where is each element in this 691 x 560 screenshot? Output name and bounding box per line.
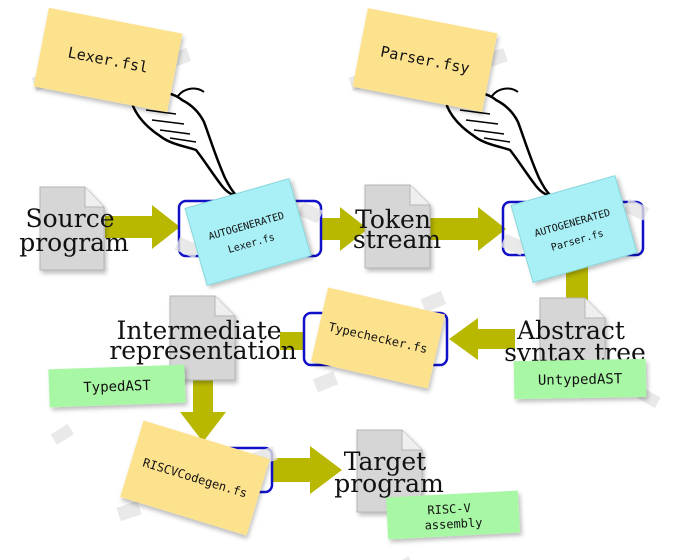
arrow-ir-to-codegen (180, 380, 226, 442)
untyped-ast-label: UntypedAST (538, 371, 623, 388)
tape-icon (312, 371, 339, 393)
target-line-2: program (334, 469, 444, 498)
tape-icon (174, 236, 201, 259)
tape-icon (297, 201, 324, 224)
riscv-assembly-line-1: RISC-V (427, 501, 471, 517)
lexer-fsl-note: Lexer.fsl (31, 7, 191, 113)
document-target-icon (356, 429, 423, 513)
arrow-codegen-to-target (272, 446, 342, 494)
ir-line-1: Intermediate (117, 316, 282, 345)
token-stream-line-1: Token (355, 205, 431, 234)
token-stream-label: Token stream (353, 205, 442, 254)
parser-fsy-note: Parser.fsy (348, 8, 508, 112)
typechecker-fs-note: Typechecker.fs (310, 287, 447, 393)
parser-fs-note: AUTOGENERATED Parser.fs (500, 175, 650, 283)
arrows (105, 205, 588, 494)
source-program-label: Source program (19, 204, 129, 257)
tape-icon (50, 423, 74, 445)
target-line-1: Target (344, 447, 426, 476)
arrow-typechecker-to-ir (280, 332, 305, 350)
riscv-assembly-note: RISC-V assembly (385, 490, 521, 560)
source-program-line-2: program (19, 228, 129, 257)
target-program-label: Target program (334, 447, 444, 498)
arrow-ast-to-typechecker (449, 318, 515, 360)
riscv-assembly-label: RISC-V assembly (423, 501, 482, 533)
riscv-assembly-line-2: assembly (424, 515, 482, 532)
tape-icon (391, 556, 415, 560)
lexer-fs-note: AUTOGENERATED Lexer.fs (174, 178, 324, 286)
arrow-lexer-to-token (322, 207, 368, 251)
typed-ast-note: TypedAST (48, 364, 186, 445)
intermediate-representation-label: Intermediate representation (109, 316, 296, 365)
ir-line-2: representation (109, 336, 296, 365)
arrow-source-to-lexer (105, 205, 180, 249)
tape-icon (623, 198, 650, 221)
tape-icon (116, 500, 142, 522)
arrow-token-to-parser (430, 207, 506, 251)
untyped-ast-note: UntypedAST (513, 358, 661, 409)
ast-line-1: Abstract (516, 316, 625, 345)
tape-icon (500, 233, 527, 256)
token-stream-line-2: stream (353, 225, 442, 254)
document-source-icon (39, 186, 105, 271)
tape-icon (420, 290, 447, 313)
document-ast-icon (539, 297, 606, 381)
source-program-line-1: Source (26, 204, 115, 233)
riscv-codegen-fs-note: RISCVCodegen.fs (116, 420, 278, 536)
typed-ast-label: TypedAST (83, 378, 152, 396)
document-token-icon (364, 184, 431, 269)
